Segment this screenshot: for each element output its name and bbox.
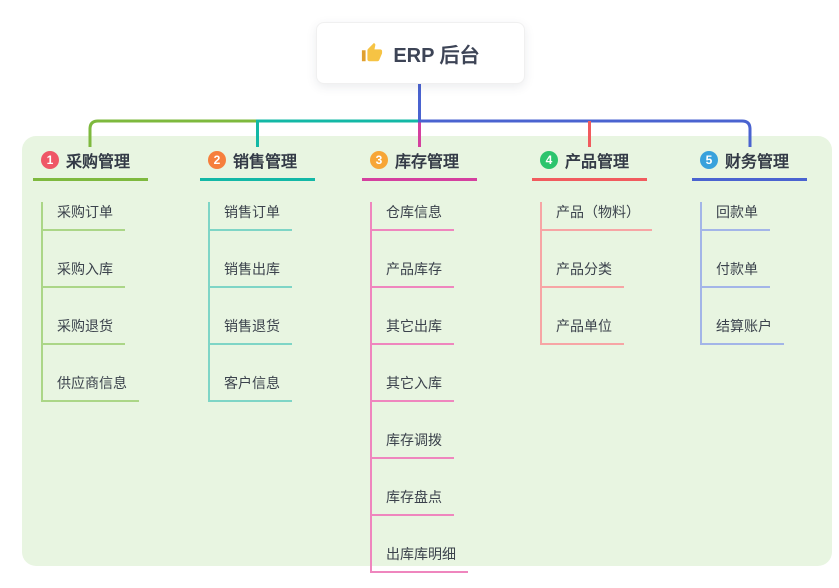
- child-node[interactable]: 回款单: [702, 202, 770, 231]
- child-node[interactable]: 采购入库: [43, 259, 125, 288]
- branch-children: 销售订单 销售出库 销售退货 客户信息: [208, 202, 315, 402]
- background-panel: [22, 136, 832, 566]
- child-node[interactable]: 其它出库: [372, 316, 454, 345]
- branch-number-badge: 1: [41, 151, 59, 169]
- branch-children: 回款单 付款单 结算账户: [700, 202, 807, 345]
- branch-number-badge: 4: [540, 151, 558, 169]
- branch-header-product[interactable]: 4 产品管理: [532, 149, 647, 181]
- branch-children: 仓库信息 产品库存 其它出库 其它入库 库存调拨 库存盘点 出库库明细: [370, 202, 477, 573]
- child-node[interactable]: 仓库信息: [372, 202, 454, 231]
- branch-number-badge: 5: [700, 151, 718, 169]
- child-node[interactable]: 供应商信息: [43, 373, 139, 402]
- branch-label: 库存管理: [395, 154, 460, 171]
- root-title: ERP 后台: [393, 44, 480, 67]
- child-node[interactable]: 库存盘点: [372, 487, 454, 516]
- branch-label: 财务管理: [725, 154, 790, 171]
- child-node[interactable]: 库存调拨: [372, 430, 454, 459]
- thumbs-up-icon: [362, 42, 383, 62]
- branch-header-finance[interactable]: 5 财务管理: [692, 149, 807, 181]
- branch-header-sales[interactable]: 2 销售管理: [200, 149, 315, 181]
- branch-children: 采购订单 采购入库 采购退货 供应商信息: [41, 202, 148, 402]
- child-node[interactable]: 客户信息: [210, 373, 292, 402]
- child-node[interactable]: 产品分类: [542, 259, 624, 288]
- branch-children: 产品（物料） 产品分类 产品单位: [540, 202, 652, 345]
- child-node[interactable]: 销售退货: [210, 316, 292, 345]
- child-node[interactable]: 其它入库: [372, 373, 454, 402]
- child-node[interactable]: 产品（物料）: [542, 202, 652, 231]
- child-node[interactable]: 产品单位: [542, 316, 624, 345]
- child-node[interactable]: 出库库明细: [372, 544, 468, 573]
- branch-number-badge: 3: [370, 151, 388, 169]
- branch-header-purchase[interactable]: 1 采购管理: [33, 149, 148, 181]
- child-node[interactable]: 产品库存: [372, 259, 454, 288]
- branch-number-badge: 2: [208, 151, 226, 169]
- child-node[interactable]: 结算账户: [702, 316, 784, 345]
- root-node[interactable]: ERP 后台: [316, 22, 525, 84]
- child-node[interactable]: 付款单: [702, 259, 770, 288]
- branch-label: 采购管理: [66, 154, 131, 171]
- child-node[interactable]: 销售出库: [210, 259, 292, 288]
- branch-label: 销售管理: [233, 154, 298, 171]
- branch-header-inventory[interactable]: 3 库存管理: [362, 149, 477, 181]
- child-node[interactable]: 采购退货: [43, 316, 125, 345]
- branch-label: 产品管理: [565, 154, 630, 171]
- child-node[interactable]: 采购订单: [43, 202, 125, 231]
- child-node[interactable]: 销售订单: [210, 202, 292, 231]
